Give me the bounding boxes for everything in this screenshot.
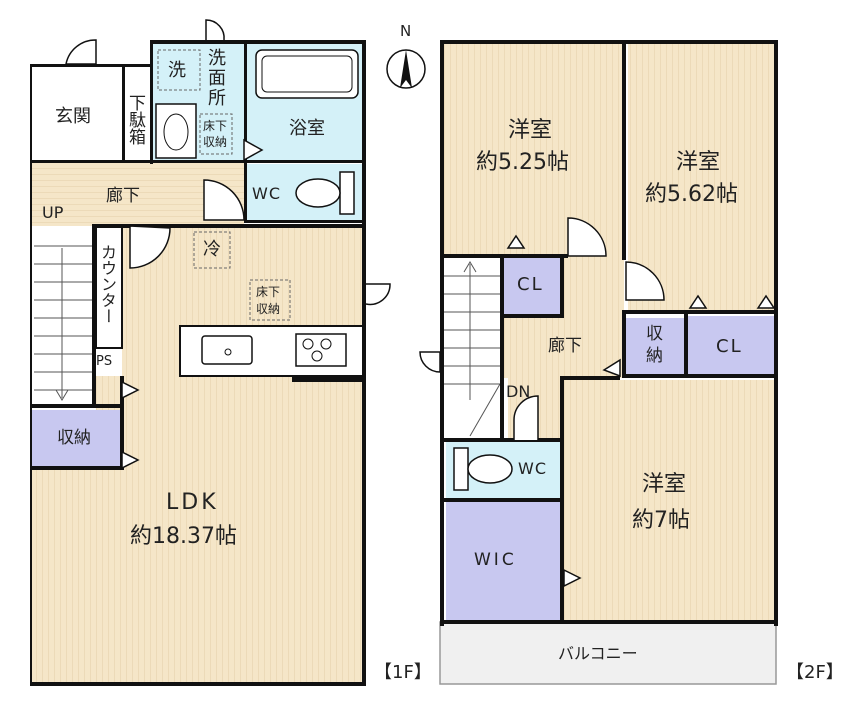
toilet-tank-2f (453, 447, 469, 491)
yukashita-label-2b: 収納 (256, 302, 281, 316)
washer-space (157, 49, 201, 91)
yukashita-label-2: 床下 (256, 285, 281, 299)
shuno-2f-area (626, 318, 686, 374)
kitchen-back-wall (292, 376, 364, 382)
yoshitsu-b-area (628, 42, 774, 312)
burner-icon (302, 338, 314, 350)
ps-label: PS (96, 354, 113, 369)
compass-icon (386, 49, 426, 89)
bathtub-inner (261, 55, 353, 93)
room-label-rouka-2f: 廊下 (548, 336, 582, 356)
wic-area (446, 502, 560, 620)
room-label-senmen-3: 所 (208, 88, 226, 109)
room-label-ldk: LDK (166, 490, 219, 515)
floor-2 (419, 40, 778, 685)
room-size-yoshitsu-b: 約5.62帖 (645, 182, 738, 207)
room-label-shuno-2f-b: 納 (646, 346, 663, 366)
burner-icon (311, 350, 323, 362)
room-label-getabako: 下駄箱 (125, 94, 145, 145)
room-size-yoshitsu-c: 約7帖 (632, 508, 690, 533)
floor-1 (30, 19, 391, 686)
stairs-up-label: UP (42, 203, 64, 222)
yukashita-label-1: 床下 (203, 119, 228, 133)
stairs-1f (34, 226, 92, 406)
shuno-area-1f (32, 410, 122, 468)
room-label-yoshitsu-c: 洋室 (642, 472, 687, 497)
room-label-senmen-1: 洗 (208, 48, 226, 69)
room-label-shuno-1f: 収納 (57, 428, 91, 448)
cl-2-area (688, 316, 774, 374)
washbasin-bowl (163, 113, 189, 151)
stairs-dn-label: DN (506, 382, 531, 401)
room-label-wc-2f: WC (518, 459, 547, 478)
cl-1-area (504, 258, 562, 314)
balcony-area (439, 621, 777, 685)
toilet-tank-1f (339, 171, 355, 215)
room-label-yokushitsu: 浴室 (289, 118, 325, 139)
room-size-yoshitsu-a: 約5.25帖 (476, 150, 569, 175)
room-label-wc-1f: WC (252, 184, 281, 203)
room-label-wic: WIC (474, 550, 517, 570)
room-size-ldk: 約18.37帖 (130, 524, 237, 549)
toilet-bowl-2f (467, 454, 513, 484)
genkan-area (30, 66, 124, 162)
door-swings-2f (419, 217, 776, 588)
washbasin (155, 103, 197, 159)
toilet-bowl-1f (295, 178, 341, 208)
stair-treads-1f (34, 245, 92, 401)
room-label-rouka-1f: 廊下 (106, 186, 140, 206)
room-label-shuno-2f-a: 収 (646, 324, 663, 344)
stairs-2f (444, 256, 502, 438)
sink-drain (224, 348, 232, 356)
room-label-senmen-2: 面 (208, 68, 226, 89)
counter (95, 225, 123, 349)
room-label-yoshitsu-a: 洋室 (508, 118, 553, 143)
yoshitsu-a-area (444, 42, 624, 256)
yoshitsu-c-area (564, 380, 774, 620)
sink (201, 335, 253, 365)
yukashita-label-1b: 収納 (203, 135, 228, 149)
stove (295, 333, 347, 367)
fridge-label: 冷 (203, 239, 221, 260)
room-label-cl-1: CL (517, 274, 544, 295)
door-swings-1f (65, 19, 391, 470)
yukashita-box-1 (199, 113, 233, 155)
fridge-space (193, 231, 231, 269)
floor-label-2f: 【2F】 (786, 662, 844, 683)
yukashita-box-2 (249, 279, 291, 321)
floor-label-1f: 【1F】 (374, 662, 432, 683)
getabako-area (124, 66, 150, 162)
room-label-yoshitsu-b: 洋室 (676, 150, 721, 175)
compass-north-label: N (400, 22, 412, 40)
washer-label: 洗 (168, 60, 186, 81)
ps-area (94, 348, 122, 376)
room-label-genkan: 玄関 (55, 106, 91, 127)
bathtub (255, 49, 359, 99)
stair-treads-2f (444, 261, 501, 437)
counter-label: カウンター (98, 244, 117, 324)
walls-1f (30, 40, 366, 686)
room-label-cl-2: CL (716, 336, 743, 357)
walls-2f (440, 40, 778, 626)
room-label-balcony: バルコニー (558, 644, 638, 663)
burner-icon (320, 338, 332, 350)
